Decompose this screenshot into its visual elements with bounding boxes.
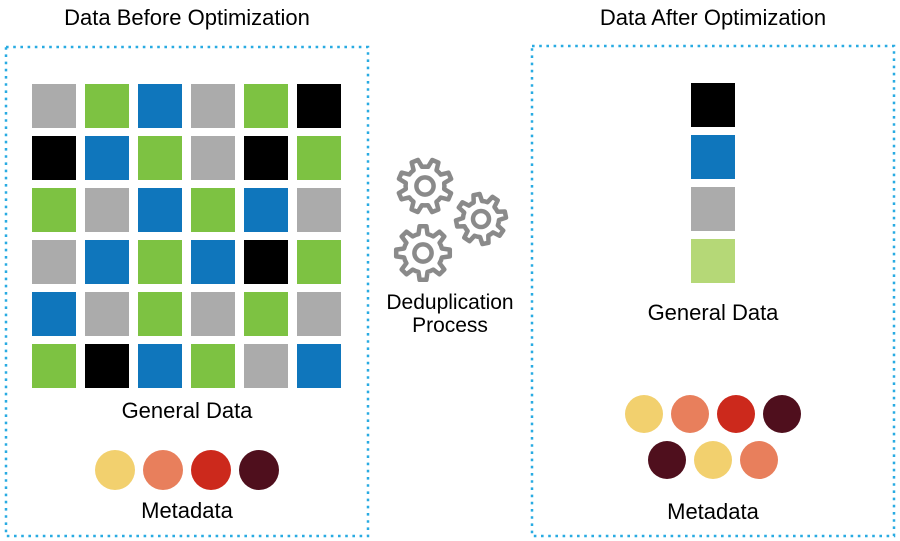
right-panel-title: Data After Optimization [599,5,827,30]
general-data-label: General Data [121,398,253,423]
metadata-circle-salmon [740,441,778,479]
metadata-circles-row [4,450,370,490]
grid-cell-blue [85,136,129,180]
general-data-grid [32,84,341,388]
grid-cell-gray [191,292,235,336]
grid-cell-blue [191,240,235,284]
metadata-circle-salmon [143,450,183,490]
grid-cell-gray [85,188,129,232]
grid-cell-blue [138,344,182,388]
left-panel-title: Data Before Optimization [64,5,310,30]
metadata-circle-maroon [763,395,801,433]
grid-cell-green [32,188,76,232]
metadata-circle-red [191,450,231,490]
gears-icon [393,157,509,283]
grid-cell-blue [32,292,76,336]
grid-cell-blue [244,188,288,232]
grid-cell-gray [244,344,288,388]
stack-cell-lightgreen [691,239,735,283]
dotted-border [4,45,370,538]
metadata-circles-row [530,395,896,433]
grid-cell-black [297,84,341,128]
stack-cell-black [691,83,735,127]
metadata-circle-yellow [95,450,135,490]
grid-cell-blue [138,84,182,128]
grid-cell-gray [85,292,129,336]
metadata-circle-yellow [625,395,663,433]
grid-cell-gray [297,292,341,336]
grid-cell-green [297,136,341,180]
grid-cell-green [191,344,235,388]
grid-cell-black [85,344,129,388]
grid-cell-green [32,344,76,388]
grid-cell-green [85,84,129,128]
grid-cell-gray [32,240,76,284]
general-data-label: General Data [647,300,779,325]
metadata-circles-row [530,441,896,479]
grid-cell-black [32,136,76,180]
grid-cell-gray [191,84,235,128]
grid-cell-gray [32,84,76,128]
grid-cell-green [138,136,182,180]
grid-cell-black [244,136,288,180]
grid-cell-green [244,84,288,128]
grid-cell-green [138,292,182,336]
grid-cell-green [244,292,288,336]
process-label: Deduplication Process [370,291,530,337]
stack-cell-blue [691,135,735,179]
before-panel: General Data Metadata [4,45,370,538]
grid-cell-black [244,240,288,284]
dotted-border [530,44,896,538]
gear-hole [412,242,434,264]
gear-hole [470,208,492,230]
grid-cell-blue [85,240,129,284]
grid-cell-green [138,240,182,284]
metadata-label: Metadata [667,499,759,524]
metadata-circle-maroon [648,441,686,479]
grid-cell-blue [138,188,182,232]
grid-cell-gray [191,136,235,180]
gear-hole [414,175,436,197]
metadata-label: Metadata [141,498,233,523]
metadata-circle-salmon [671,395,709,433]
metadata-circle-red [717,395,755,433]
grid-cell-green [191,188,235,232]
process-label-line1: Deduplication [386,291,514,314]
grid-cell-blue [297,344,341,388]
metadata-circle-yellow [694,441,732,479]
grid-cell-green [297,240,341,284]
grid-cell-gray [297,188,341,232]
after-panel: General Data Metadata [530,44,896,538]
stack-cell-gray [691,187,735,231]
deduped-stack [530,83,896,283]
process-label-line2: Process [412,314,488,337]
metadata-circle-maroon [239,450,279,490]
